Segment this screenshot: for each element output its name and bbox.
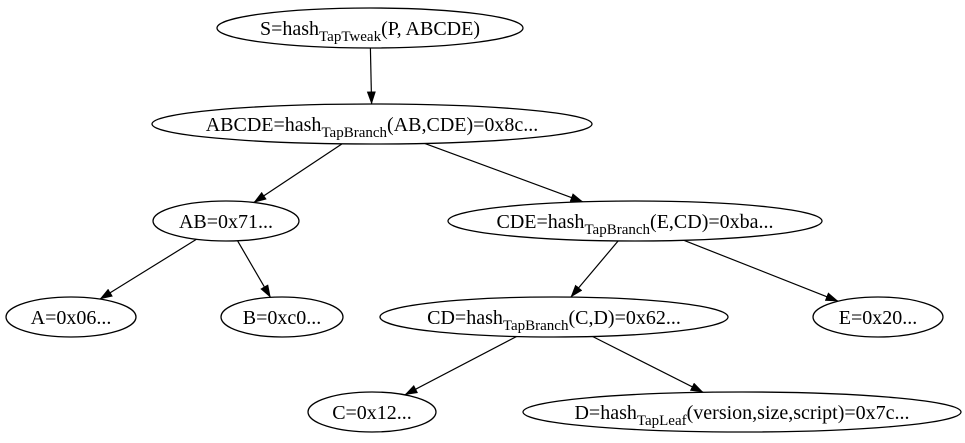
node-AB: AB=0x71... [152, 200, 300, 242]
node-A-label: A=0x06... [31, 307, 112, 329]
node-CD-label: CD=hashTapBranch(C,D)=0x62... [427, 307, 681, 334]
node-CDE-ellipse [447, 200, 823, 242]
edge-CD-to-D [592, 335, 704, 393]
node-ABCDE: ABCDE=hashTapBranch(AB,CDE)=0x8c... [151, 103, 593, 145]
edge-CDE-to-CD [570, 240, 619, 298]
node-C: C=0x12... [307, 391, 437, 433]
node-C-label: C=0x12... [332, 402, 412, 424]
node-CDE: CDE=hashTapBranch(E,CD)=0xba... [447, 200, 823, 242]
node-S-ellipse [216, 7, 524, 49]
edge-CD-to-C [404, 335, 517, 396]
edge-CDE-to-E [683, 239, 839, 302]
edge-AB-to-B [236, 240, 272, 298]
edge-AB-to-A [99, 238, 197, 300]
node-A-ellipse [5, 296, 137, 338]
node-CD: CD=hashTapBranch(C,D)=0x62... [379, 296, 729, 338]
node-CDE-label: CDE=hashTapBranch(E,CD)=0xba... [496, 211, 773, 238]
node-CD-ellipse [379, 296, 729, 338]
edge-S-to-ABCDE [366, 47, 376, 105]
node-B-label: B=0xc0... [243, 307, 322, 329]
node-E-label: E=0x20... [839, 307, 918, 329]
node-E: E=0x20... [812, 296, 944, 338]
node-AB-ellipse [152, 200, 300, 242]
node-B-ellipse [220, 296, 344, 338]
node-A: A=0x06... [5, 296, 137, 338]
node-C-ellipse [307, 391, 437, 433]
node-E-ellipse [812, 296, 944, 338]
node-S: S=hashTapTweak(P, ABCDE) [216, 7, 524, 49]
node-D: D=hashTapLeaf(version,size,script)=0x7c.… [522, 391, 962, 433]
node-S-label: S=hashTapTweak(P, ABCDE) [260, 18, 480, 45]
node-D-label: D=hashTapLeaf(version,size,script)=0x7c.… [574, 402, 909, 429]
node-ABCDE-label: ABCDE=hashTapBranch(AB,CDE)=0x8c... [206, 114, 539, 141]
node-B: B=0xc0... [220, 296, 344, 338]
node-AB-label: AB=0x71... [179, 211, 273, 233]
edge-ABCDE-to-CDE [424, 142, 584, 203]
node-D-ellipse [522, 391, 962, 433]
node-ABCDE-ellipse [151, 103, 593, 145]
edge-ABCDE-to-AB [253, 143, 343, 203]
